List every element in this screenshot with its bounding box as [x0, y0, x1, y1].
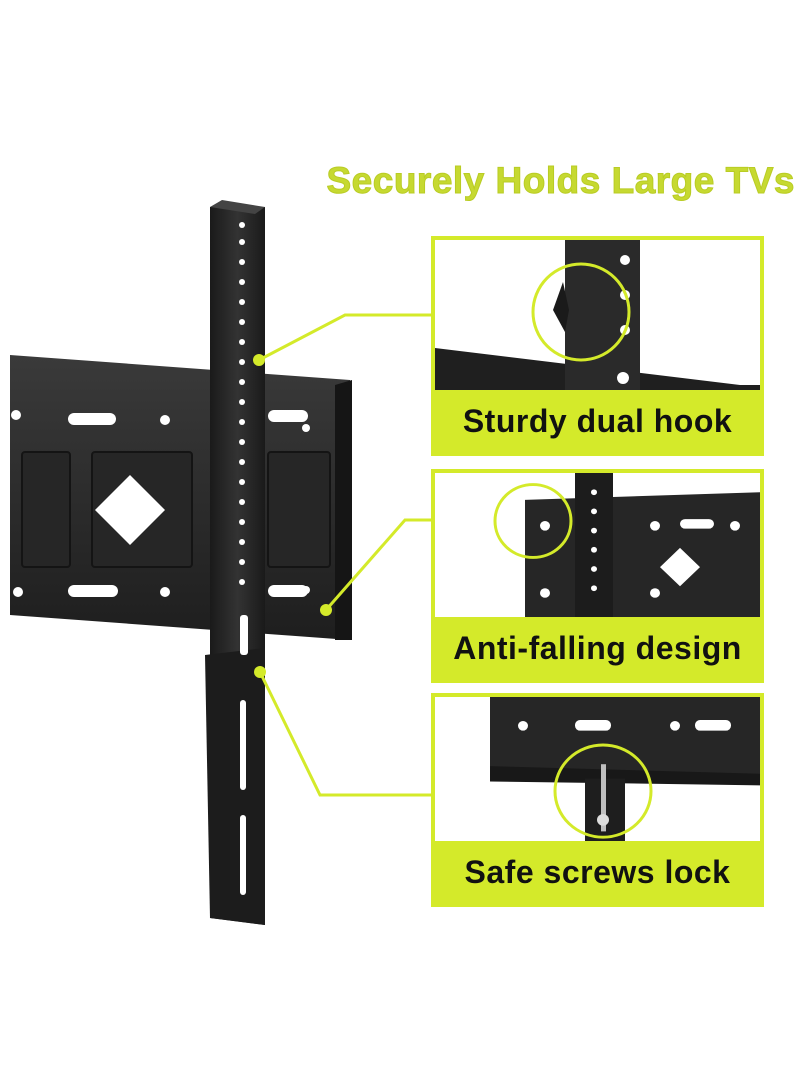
feature-label-1: Sturdy dual hook: [435, 390, 760, 452]
highlight-circle-icon: [553, 743, 653, 839]
headline: Securely Holds Large TVs: [326, 160, 795, 202]
highlight-circle-icon: [531, 262, 631, 362]
feature-panel-dual-hook: Sturdy dual hook: [431, 236, 764, 456]
vesa-diamond-cutout-icon: [95, 475, 165, 545]
vertical-arm: [205, 200, 265, 925]
screws-lock-closeup: [435, 697, 760, 841]
feature-panel-screws-lock: Safe screws lock: [431, 693, 764, 907]
highlight-circle-icon: [493, 483, 573, 559]
feature-panel-anti-falling: Anti-falling design: [431, 469, 764, 683]
wall-plate: [10, 355, 352, 640]
feature-label-3: Safe screws lock: [435, 841, 760, 903]
feature-label-2: Anti-falling design: [435, 617, 760, 679]
anti-falling-closeup: [435, 473, 760, 617]
dual-hook-closeup: [435, 240, 760, 390]
